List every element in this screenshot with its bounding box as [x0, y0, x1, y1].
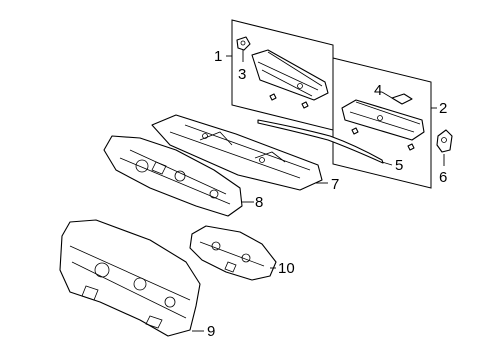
- cowl-inner-panel-part-7: [151, 114, 323, 191]
- callout-7: 7: [331, 176, 339, 193]
- callout-3: 3: [238, 66, 246, 83]
- callout-2: 2: [439, 100, 447, 117]
- callout-9: 9: [207, 323, 215, 340]
- clip-part-4: [391, 93, 413, 105]
- left-cowl-top-part: [251, 49, 329, 101]
- dashboard-lower-part-9: [59, 219, 201, 337]
- leader-5: [381, 161, 393, 166]
- callout-5: 5: [395, 157, 403, 174]
- assembly-2-panel: [332, 57, 432, 189]
- seal-strip-part-5: [257, 119, 384, 164]
- screw-parts-panel-2: [351, 127, 415, 151]
- callout-6: 6: [439, 169, 447, 186]
- right-cowl-top-part: [341, 99, 425, 141]
- callout-8: 8: [255, 194, 263, 211]
- leader-4: [381, 91, 393, 99]
- grommet-part-6: [436, 129, 453, 153]
- dashboard-upper-part-8: [103, 135, 243, 217]
- insulator-part-10: [189, 225, 277, 281]
- callout-10: 10: [278, 260, 295, 277]
- callout-4: 4: [374, 82, 382, 99]
- clip-part-3: [236, 36, 251, 51]
- callout-1: 1: [214, 48, 222, 65]
- screw-parts-panel-1: [269, 93, 309, 109]
